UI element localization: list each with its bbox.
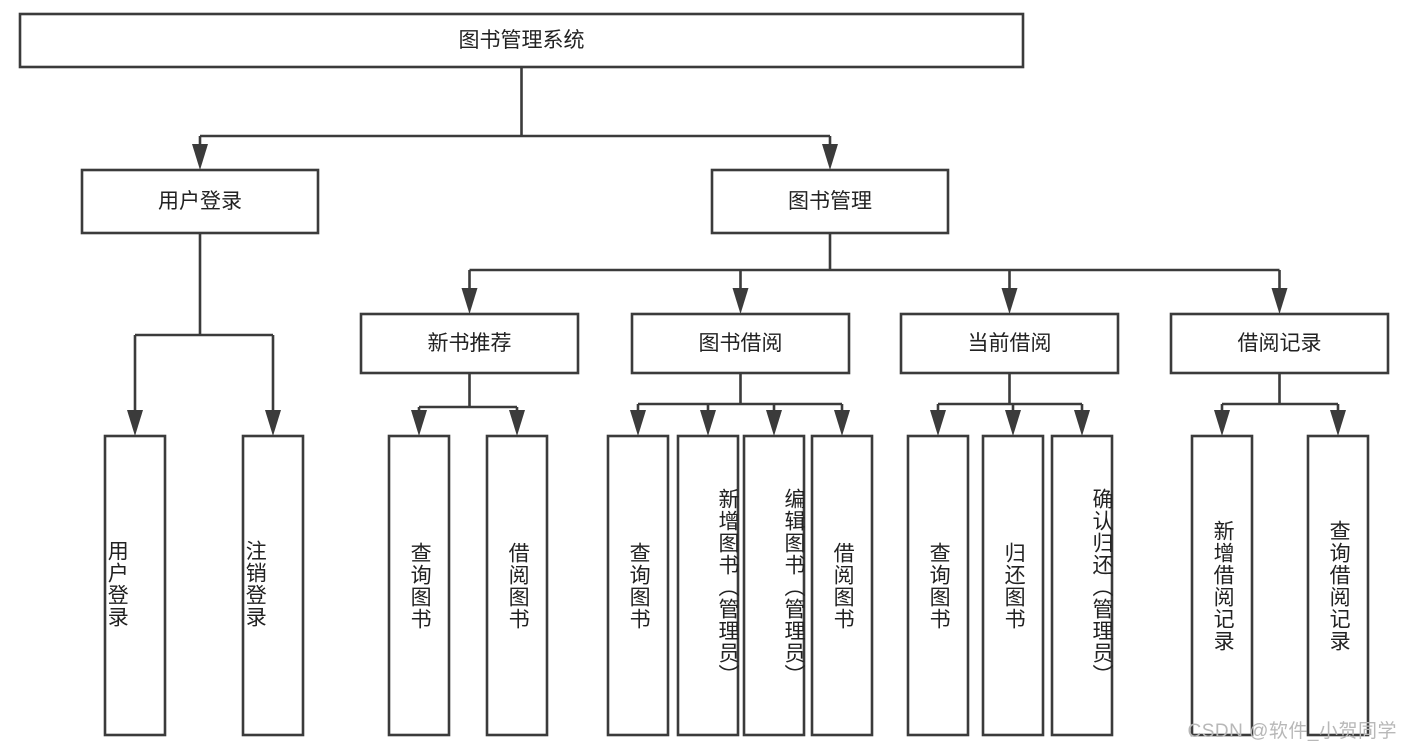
node-user-login[interactable]: 用户登录 (80, 168, 320, 235)
connectors-group (127, 67, 1346, 436)
node-leaf-borrow-book-1[interactable] (485, 434, 549, 737)
node-leaf-query-book-3[interactable] (906, 434, 970, 737)
connector-conn-root-to-level1 (192, 67, 838, 170)
node-leaf-borrow-book-2[interactable] (810, 434, 874, 737)
node-label-root: 图书管理系统 (459, 29, 585, 52)
node-label-book-borrow: 图书借阅 (699, 332, 783, 355)
node-leaf-query-borrow-record[interactable] (1306, 434, 1370, 737)
node-leaf-confirm-return[interactable] (1050, 434, 1114, 737)
node-leaf-query-book-1[interactable] (387, 434, 451, 737)
node-root[interactable]: 图书管理系统 (18, 12, 1025, 69)
node-label-book-management: 图书管理 (788, 190, 872, 213)
node-leaf-edit-book[interactable] (742, 434, 806, 737)
node-current-borrow[interactable]: 当前借阅 (899, 312, 1120, 375)
node-book-borrow[interactable]: 图书借阅 (630, 312, 851, 375)
node-leaf-query-book-2[interactable] (606, 434, 670, 737)
connector-conn-newbook-to-leaves (411, 373, 525, 436)
node-borrow-record[interactable]: 借阅记录 (1169, 312, 1390, 375)
node-leaf-user-login[interactable] (103, 434, 167, 737)
connector-conn-bookborrow-to-leaves (630, 373, 850, 436)
node-leaf-logout[interactable] (241, 434, 305, 737)
node-leaf-add-book[interactable] (676, 434, 740, 737)
node-new-book-recommend[interactable]: 新书推荐 (359, 312, 580, 375)
connector-conn-bookmgmt-to-level2 (461, 233, 1288, 314)
connector-conn-borrowrecord-to-leaves (1214, 373, 1346, 436)
watermark-csdn: CSDN @软件_小贺同学 (1187, 721, 1397, 742)
node-label-borrow-record: 借阅记录 (1238, 332, 1322, 355)
node-label-new-book-recommend: 新书推荐 (428, 332, 512, 355)
node-label-user-login: 用户登录 (158, 190, 242, 213)
connector-conn-userlogin-to-leaves (127, 233, 281, 436)
connector-conn-currentborrow-to-leaves (930, 373, 1090, 436)
node-leaf-add-borrow-record[interactable] (1190, 434, 1254, 737)
node-book-management[interactable]: 图书管理 (710, 168, 950, 235)
node-leaf-return-book[interactable] (981, 434, 1045, 737)
node-label-current-borrow: 当前借阅 (968, 332, 1052, 355)
